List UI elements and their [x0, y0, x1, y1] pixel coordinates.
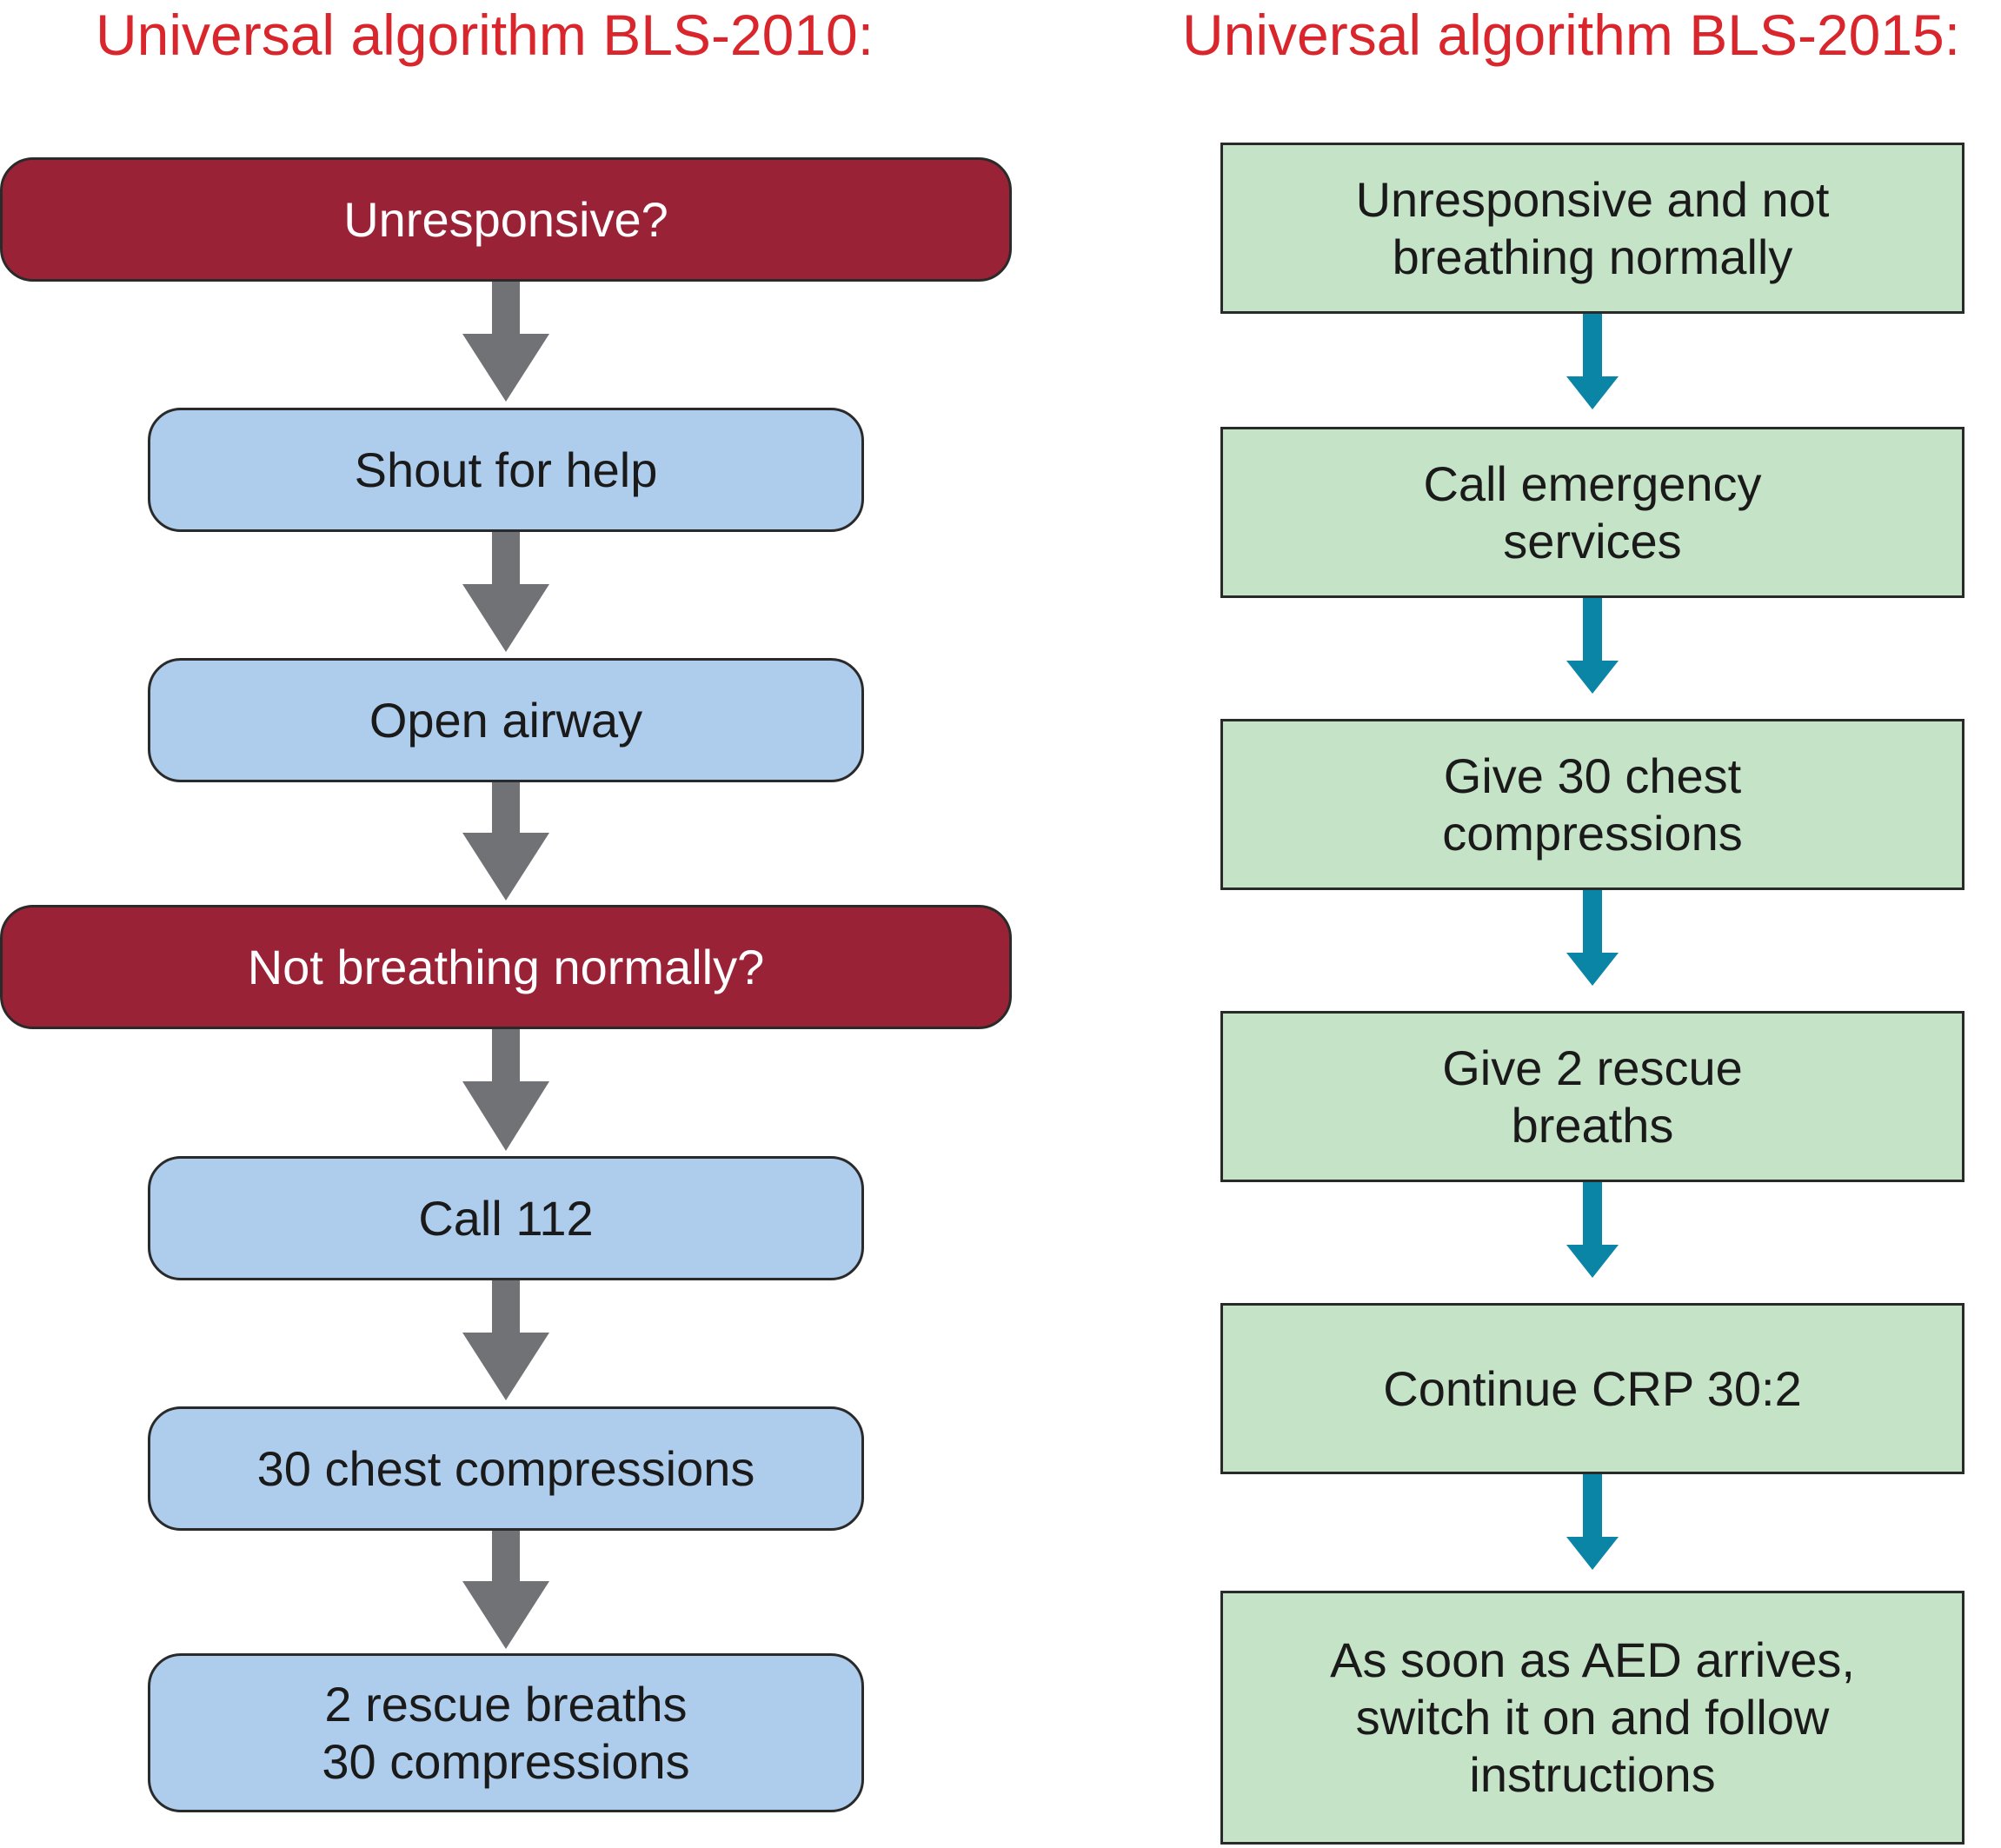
step-30-chest-compressions: 30 chest compressions	[148, 1406, 864, 1531]
step-not-breathing-normally: Not breathing normally?	[0, 905, 1012, 1029]
down-arrow-icon	[1566, 1182, 1619, 1278]
down-arrow-icon	[1566, 1474, 1619, 1570]
down-arrow-icon	[1566, 598, 1619, 694]
step-continue-crp: Continue CRP 30:2	[1220, 1303, 1964, 1474]
step-open-airway: Open airway	[148, 658, 864, 782]
down-arrow-icon	[1566, 890, 1619, 986]
bls-2010-title: Universal algorithm BLS-2010:	[96, 3, 874, 67]
down-arrow-icon	[462, 532, 549, 652]
step-call-emergency-services: Call emergency services	[1220, 427, 1964, 598]
step-unresponsive: Unresponsive?	[0, 157, 1012, 282]
down-arrow-icon	[462, 1531, 549, 1649]
step-2-rescue-breaths-30-compressions: 2 rescue breaths 30 compressions	[148, 1653, 864, 1812]
down-arrow-icon	[462, 1280, 549, 1400]
step-unresponsive-not-breathing: Unresponsive and not breathing normally	[1220, 143, 1964, 314]
step-give-2-rescue-breaths: Give 2 rescue breaths	[1220, 1011, 1964, 1182]
bls-2015-title: Universal algorithm BLS-2015:	[1182, 3, 1961, 67]
down-arrow-icon	[462, 782, 549, 901]
step-give-30-chest-compressions: Give 30 chest compressions	[1220, 719, 1964, 890]
step-call-112: Call 112	[148, 1156, 864, 1280]
down-arrow-icon	[462, 282, 549, 402]
down-arrow-icon	[462, 1029, 549, 1151]
down-arrow-icon	[1566, 314, 1619, 409]
step-aed-instructions: As soon as AED arrives, switch it on and…	[1220, 1591, 1964, 1845]
step-shout-for-help: Shout for help	[148, 408, 864, 532]
